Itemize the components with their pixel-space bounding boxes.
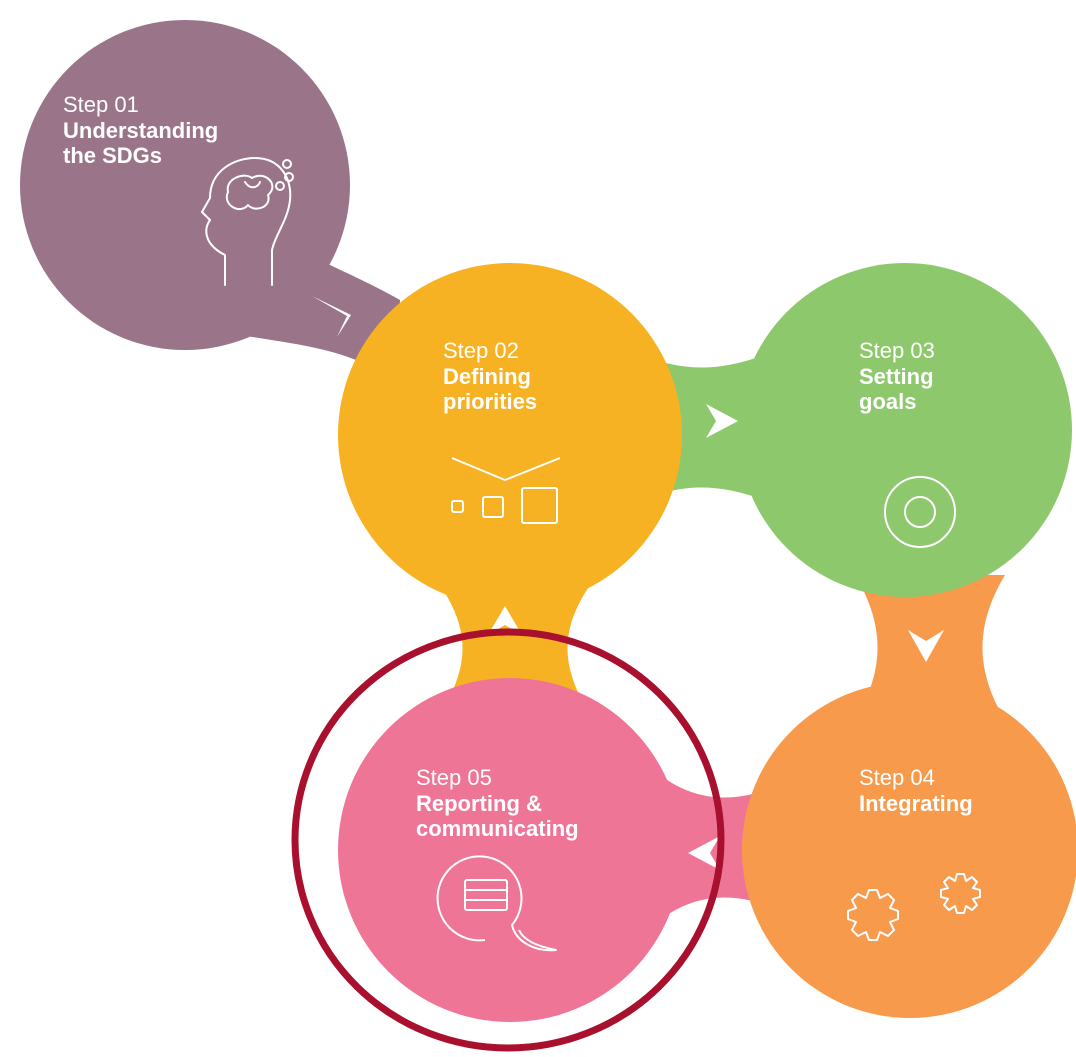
head-brain-icon <box>201 157 294 286</box>
step05-label: Step 05 Reporting & communicating <box>416 765 579 842</box>
step02-number: Step 02 <box>443 338 519 363</box>
arrow-down-icon <box>908 630 944 662</box>
speech-bubble-icon <box>436 855 557 952</box>
step03-circle <box>738 263 1072 597</box>
step01-title: Understanding the SDGs <box>63 117 219 169</box>
highlight-circle <box>291 628 725 1052</box>
arrow-right-icon <box>706 404 738 438</box>
step03-label: Step 03 Setting goals <box>859 338 935 415</box>
step03-title: Setting goals <box>859 363 934 415</box>
step01-label: Step 01 Understanding the SDGs <box>63 92 218 169</box>
step01-number: Step 01 <box>63 92 139 117</box>
step01-circle <box>20 20 350 350</box>
step04-title: Integrating <box>859 790 973 816</box>
step03-number: Step 03 <box>859 338 935 363</box>
step04-label: Step 04 Integrating <box>859 765 973 816</box>
step02-label: Step 02 Defining priorities <box>443 338 537 415</box>
step02-circle <box>338 263 682 607</box>
step05-title: Reporting & communicating <box>416 790 579 842</box>
gears-icon <box>847 873 981 941</box>
step04-number: Step 04 <box>859 765 935 790</box>
step05-number: Step 05 <box>416 765 492 790</box>
priority-boxes-icon <box>451 457 561 524</box>
arrow-up-icon <box>488 606 522 635</box>
target-icon <box>884 476 956 548</box>
step04-circle <box>742 682 1076 1018</box>
arrow-left-icon <box>688 836 720 870</box>
step02-title: Defining priorities <box>443 363 538 415</box>
step05-circle <box>338 678 682 1022</box>
